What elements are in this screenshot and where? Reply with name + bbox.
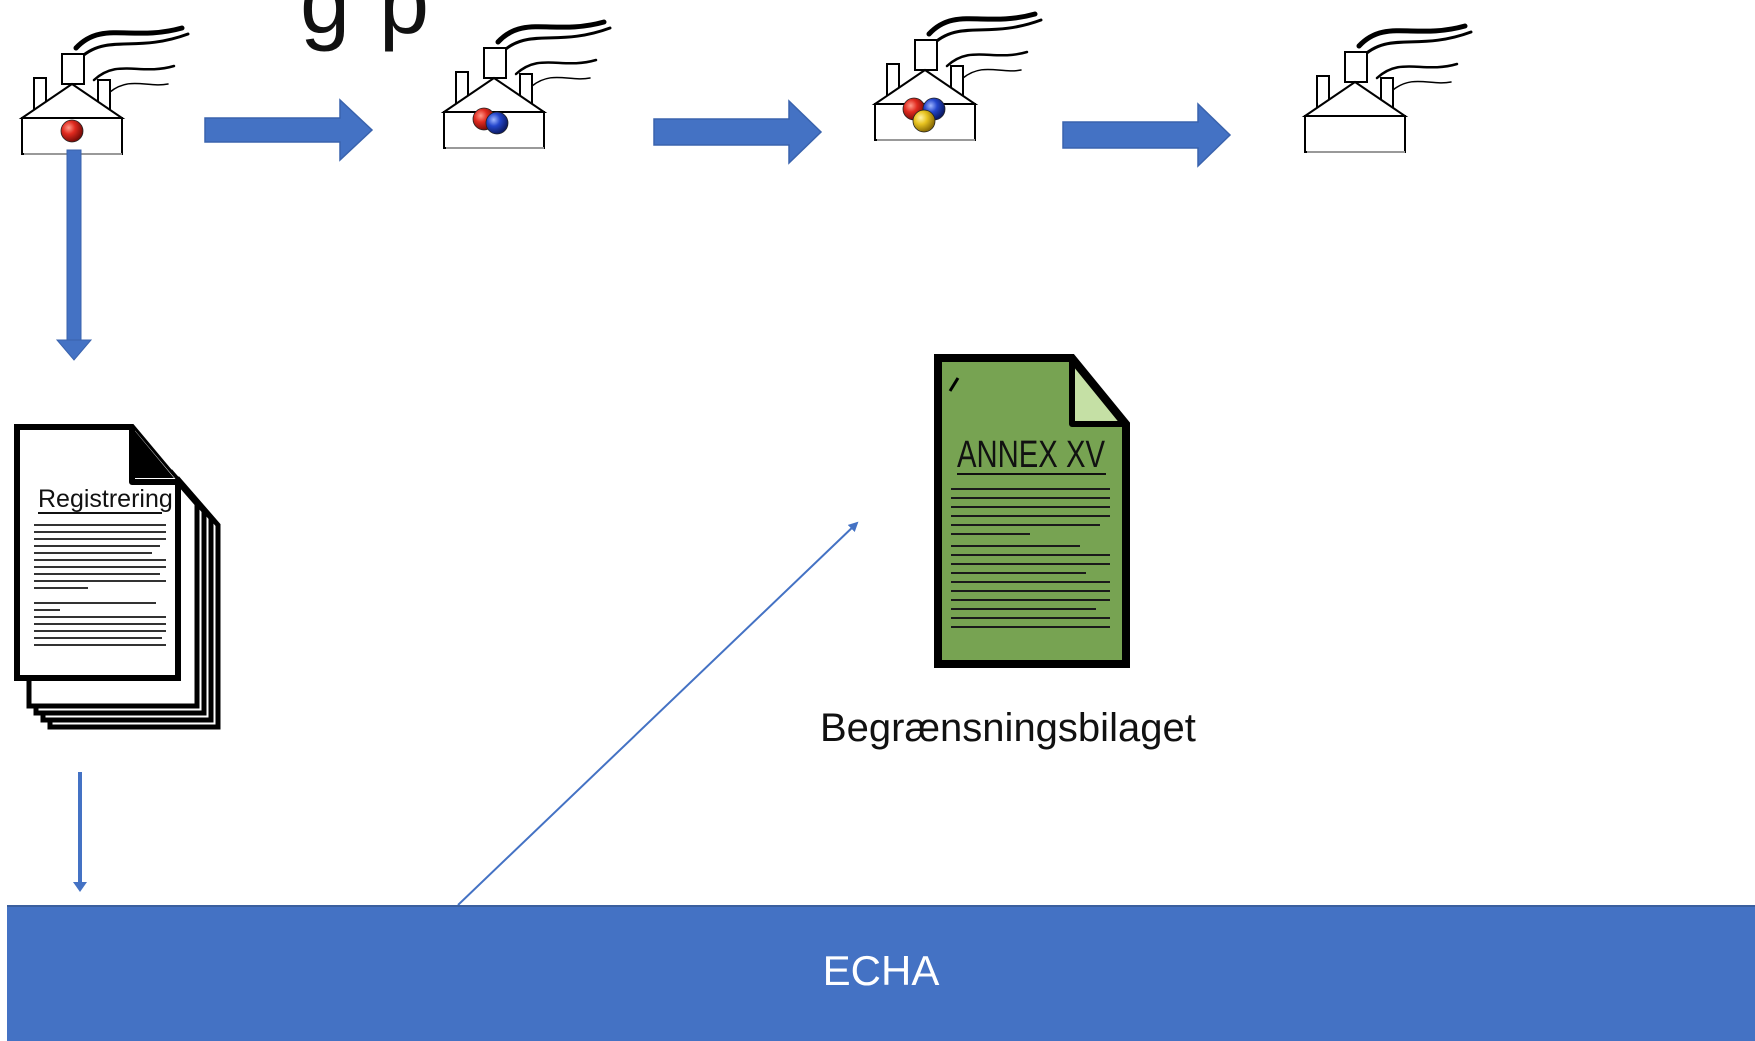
doc-page-front: Registrering bbox=[14, 424, 181, 681]
registration-label: Registrering bbox=[38, 485, 173, 513]
echa-bar: ECHA bbox=[7, 905, 1755, 1041]
factory-2-icon bbox=[440, 19, 612, 149]
vertical-arrow-to-registration bbox=[55, 149, 93, 361]
echa-label: ECHA bbox=[822, 947, 940, 994]
thin-arrow-to-echa bbox=[73, 772, 87, 892]
factory-4-icon bbox=[1301, 23, 1473, 153]
annex-caption: Begrænsningsbilaget bbox=[820, 706, 1196, 750]
registration-text-lines bbox=[34, 524, 166, 646]
factories-row bbox=[18, 11, 1473, 155]
registration-document-stack: Registrering bbox=[14, 424, 221, 730]
title-fragment: g p bbox=[300, 0, 432, 53]
molecule-blue-icon bbox=[485, 111, 509, 135]
block-arrow-1 bbox=[204, 98, 374, 162]
factory-3-icon bbox=[871, 11, 1043, 141]
annex-xv-document: ANNEX XV bbox=[934, 354, 1130, 668]
molecule-red-icon bbox=[60, 119, 84, 143]
annex-label: ANNEX XV bbox=[957, 434, 1106, 476]
block-arrow-3 bbox=[1062, 102, 1232, 168]
diagonal-arrow-to-annex bbox=[457, 521, 859, 906]
annex-text-lines bbox=[951, 488, 1110, 628]
block-arrow-2 bbox=[653, 99, 823, 165]
factory-1-icon bbox=[18, 25, 190, 155]
molecule-yellow-icon bbox=[912, 109, 936, 133]
